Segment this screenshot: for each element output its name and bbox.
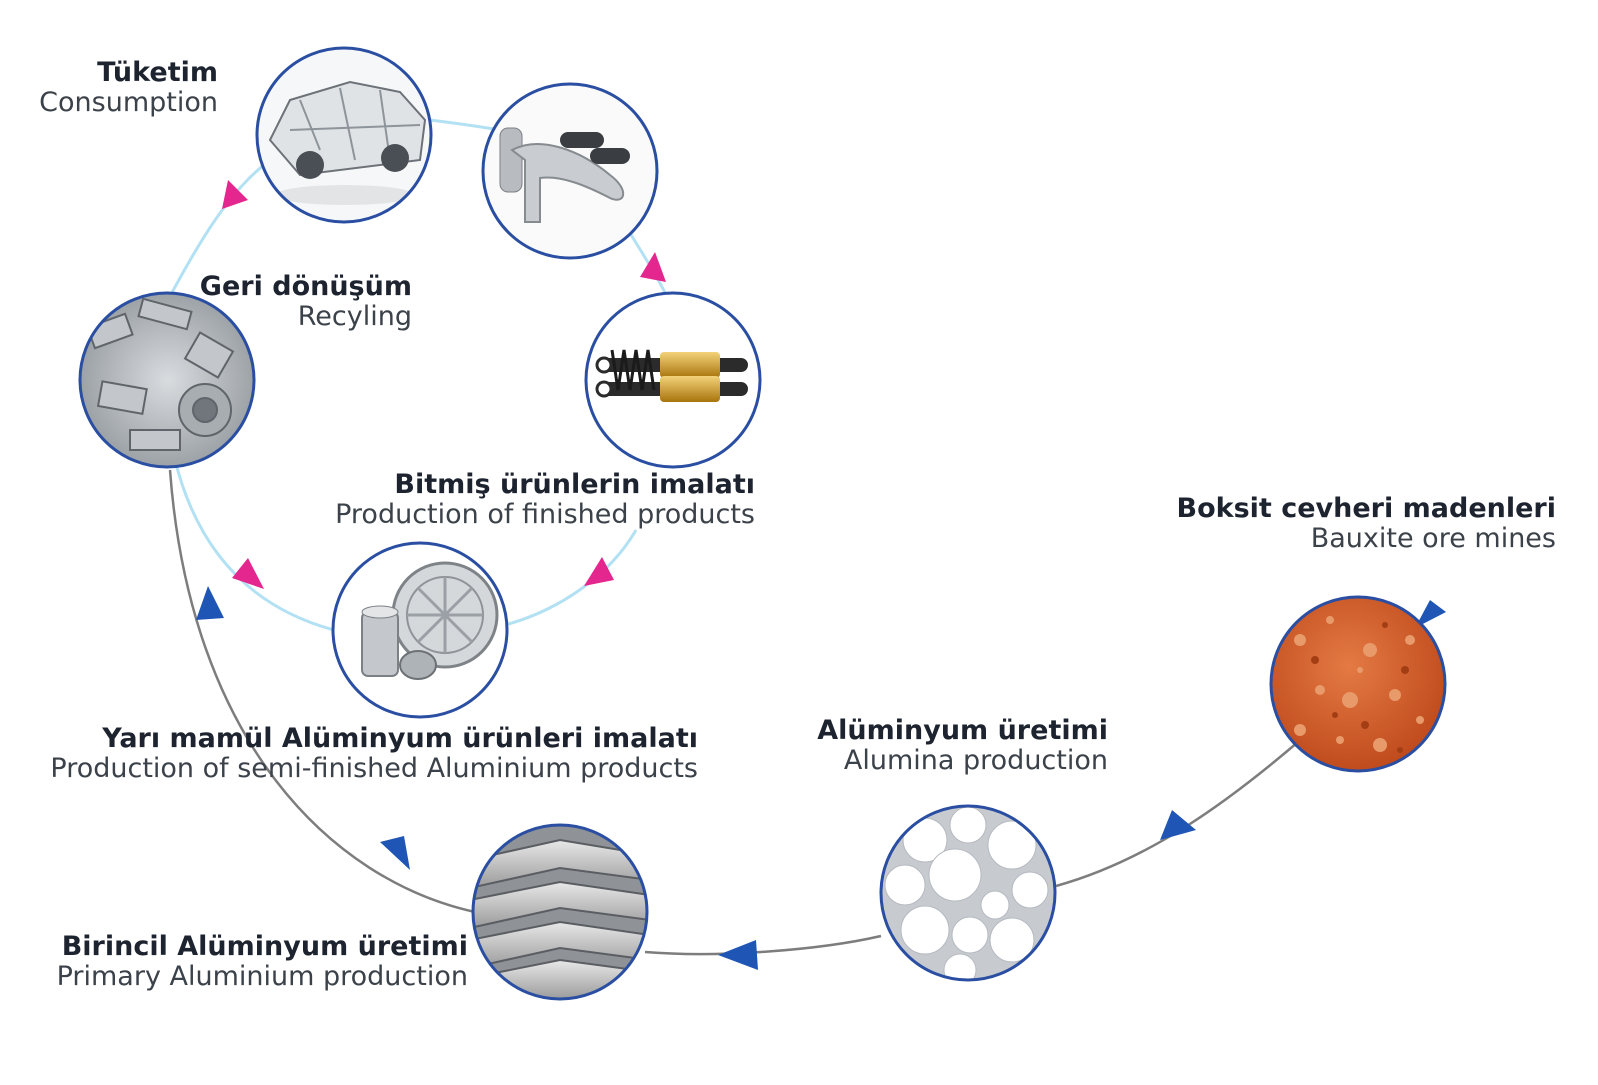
finished-circle: [584, 291, 762, 469]
recycling-label: Geri dönüşüm Recyling: [199, 271, 412, 333]
alumina-balls-icon: [881, 806, 1055, 980]
alumina-circle: [879, 804, 1057, 982]
blue-arrows: [196, 586, 1446, 970]
bauxite-ore-icon: [1271, 597, 1445, 771]
arrow-handle-to-shock: [640, 252, 666, 282]
shock-absorber-icon: [586, 293, 760, 467]
main-process-path: [168, 469, 1299, 956]
scrap-metal-icon: [80, 293, 254, 467]
arrow-recycling-to-consumption: [222, 180, 248, 209]
arrow-bauxite-to-alumina: [1160, 810, 1196, 840]
semi-finished-label: Yarı mamül Alüminyum ürünleri imalatı Pr…: [50, 723, 698, 785]
car-frame-icon: [257, 48, 431, 222]
alumina-subtitle: Alumina production: [843, 745, 1108, 777]
bauxite-circle: [1269, 595, 1447, 773]
arrow-alumina-to-primary: [718, 940, 758, 970]
finished-title: Bitmiş ürünlerin imalatı: [394, 469, 755, 500]
semi-finished-subtitle: Production of semi-finished Aluminium pr…: [50, 753, 698, 785]
door-handle-circle: [481, 82, 659, 260]
arrow-semi-to-recycling: [196, 586, 224, 620]
recycling-title: Geri dönüşüm: [199, 271, 412, 302]
arrow-shock-to-handle: [584, 557, 614, 586]
arrow-primary-to-semi: [380, 836, 410, 870]
primary-label: Birincil Alüminyum üretimi Primary Alumi…: [56, 931, 468, 993]
alumina-label: Alüminyum üretimi Alumina production: [817, 715, 1108, 777]
ingot-stack-icon: [473, 825, 647, 999]
bauxite-title: Boksit cevheri madenleri: [1176, 493, 1557, 524]
bauxite-label: Boksit cevheri madenleri Bauxite ore min…: [1176, 493, 1557, 555]
recycling-subtitle: Recyling: [297, 301, 412, 333]
consumption-label: Tüketim Consumption: [39, 57, 218, 119]
semi-finished-circle: [331, 541, 509, 719]
arrow-recycling-to-semi: [232, 558, 264, 589]
alumina-title: Alüminyum üretimi: [817, 715, 1108, 746]
semi-finished-title: Yarı mamül Alüminyum ürünleri imalatı: [102, 723, 698, 754]
wheel-rim-and-can-icon: [333, 543, 507, 717]
primary-subtitle: Primary Aluminium production: [56, 961, 468, 993]
recycling-circle: [78, 291, 256, 469]
consumption-circle: [255, 46, 433, 224]
bauxite-subtitle: Bauxite ore mines: [1310, 523, 1556, 555]
pink-arrows: [222, 180, 666, 589]
finished-subtitle: Production of finished products: [335, 499, 755, 531]
arrow-into-bauxite: [1415, 600, 1446, 628]
consumption-title: Tüketim: [97, 57, 218, 88]
primary-title: Birincil Alüminyum üretimi: [61, 931, 468, 962]
door-handle-icon: [483, 84, 657, 258]
consumption-subtitle: Consumption: [39, 87, 218, 119]
finished-label: Bitmiş ürünlerin imalatı Production of f…: [335, 469, 755, 531]
primary-circle: [471, 823, 649, 1001]
